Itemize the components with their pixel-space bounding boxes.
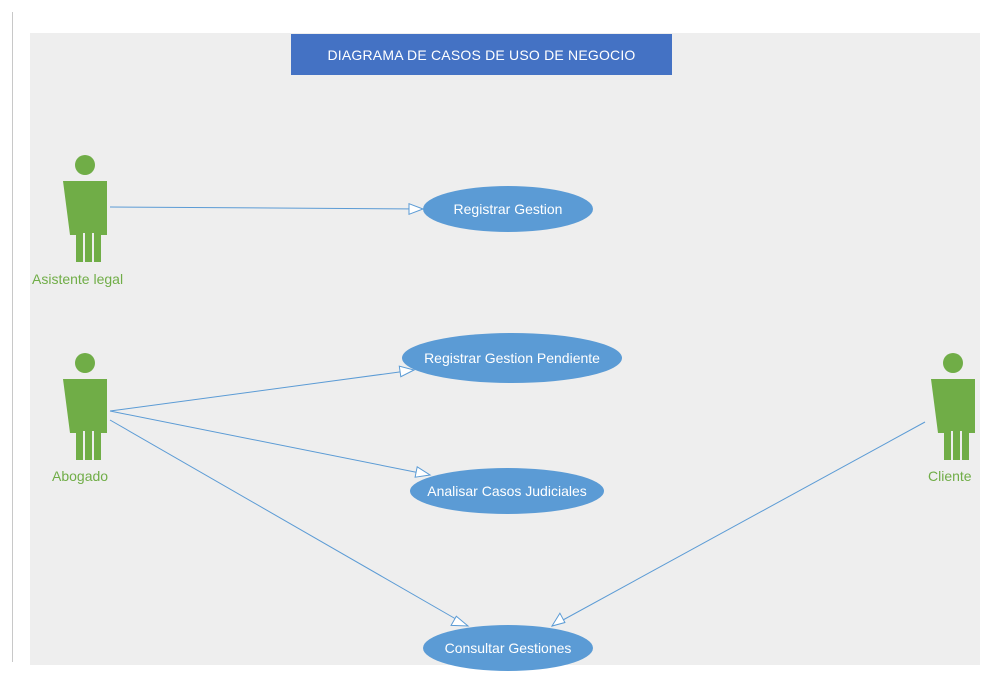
actor-label-asistente: Asistente legal [32, 271, 124, 287]
asistente-legal-actor-icon [63, 155, 107, 262]
frame-border [12, 12, 13, 662]
arrowhead-consultar-abogado [450, 615, 470, 627]
connector-abogado-registrar-pendiente [109, 369, 415, 412]
cliente-actor-icon [931, 353, 975, 460]
arrowhead-registrar-pendiente [398, 365, 416, 378]
use-case-consultar-gestiones: Consultar Gestiones [423, 625, 593, 671]
abogado-actor-icon [63, 353, 107, 460]
actor-label-abogado: Abogado [52, 468, 109, 484]
arrowhead-registrar-gestion [408, 202, 425, 216]
arrowhead-consultar-cliente [550, 612, 566, 627]
use-case-registrar-gestion-pendiente: Registrar Gestion Pendiente [402, 333, 622, 383]
arrowhead-analisar-casos [414, 465, 432, 478]
diagram-title: DIAGRAMA DE CASOS DE USO DE NEGOCIO [291, 34, 672, 75]
use-case-registrar-gestion: Registrar Gestion [423, 186, 593, 232]
actor-label-cliente: Cliente [928, 468, 972, 484]
use-case-analisar-casos-judiciales: Analisar Casos Judiciales [410, 468, 604, 514]
connector-abogado-consultar-gestiones [109, 419, 469, 627]
connector-asistente-registrar-gestion [109, 206, 424, 210]
connector-abogado-analisar-casos [109, 410, 431, 476]
connector-cliente-consultar-gestiones [551, 421, 926, 627]
